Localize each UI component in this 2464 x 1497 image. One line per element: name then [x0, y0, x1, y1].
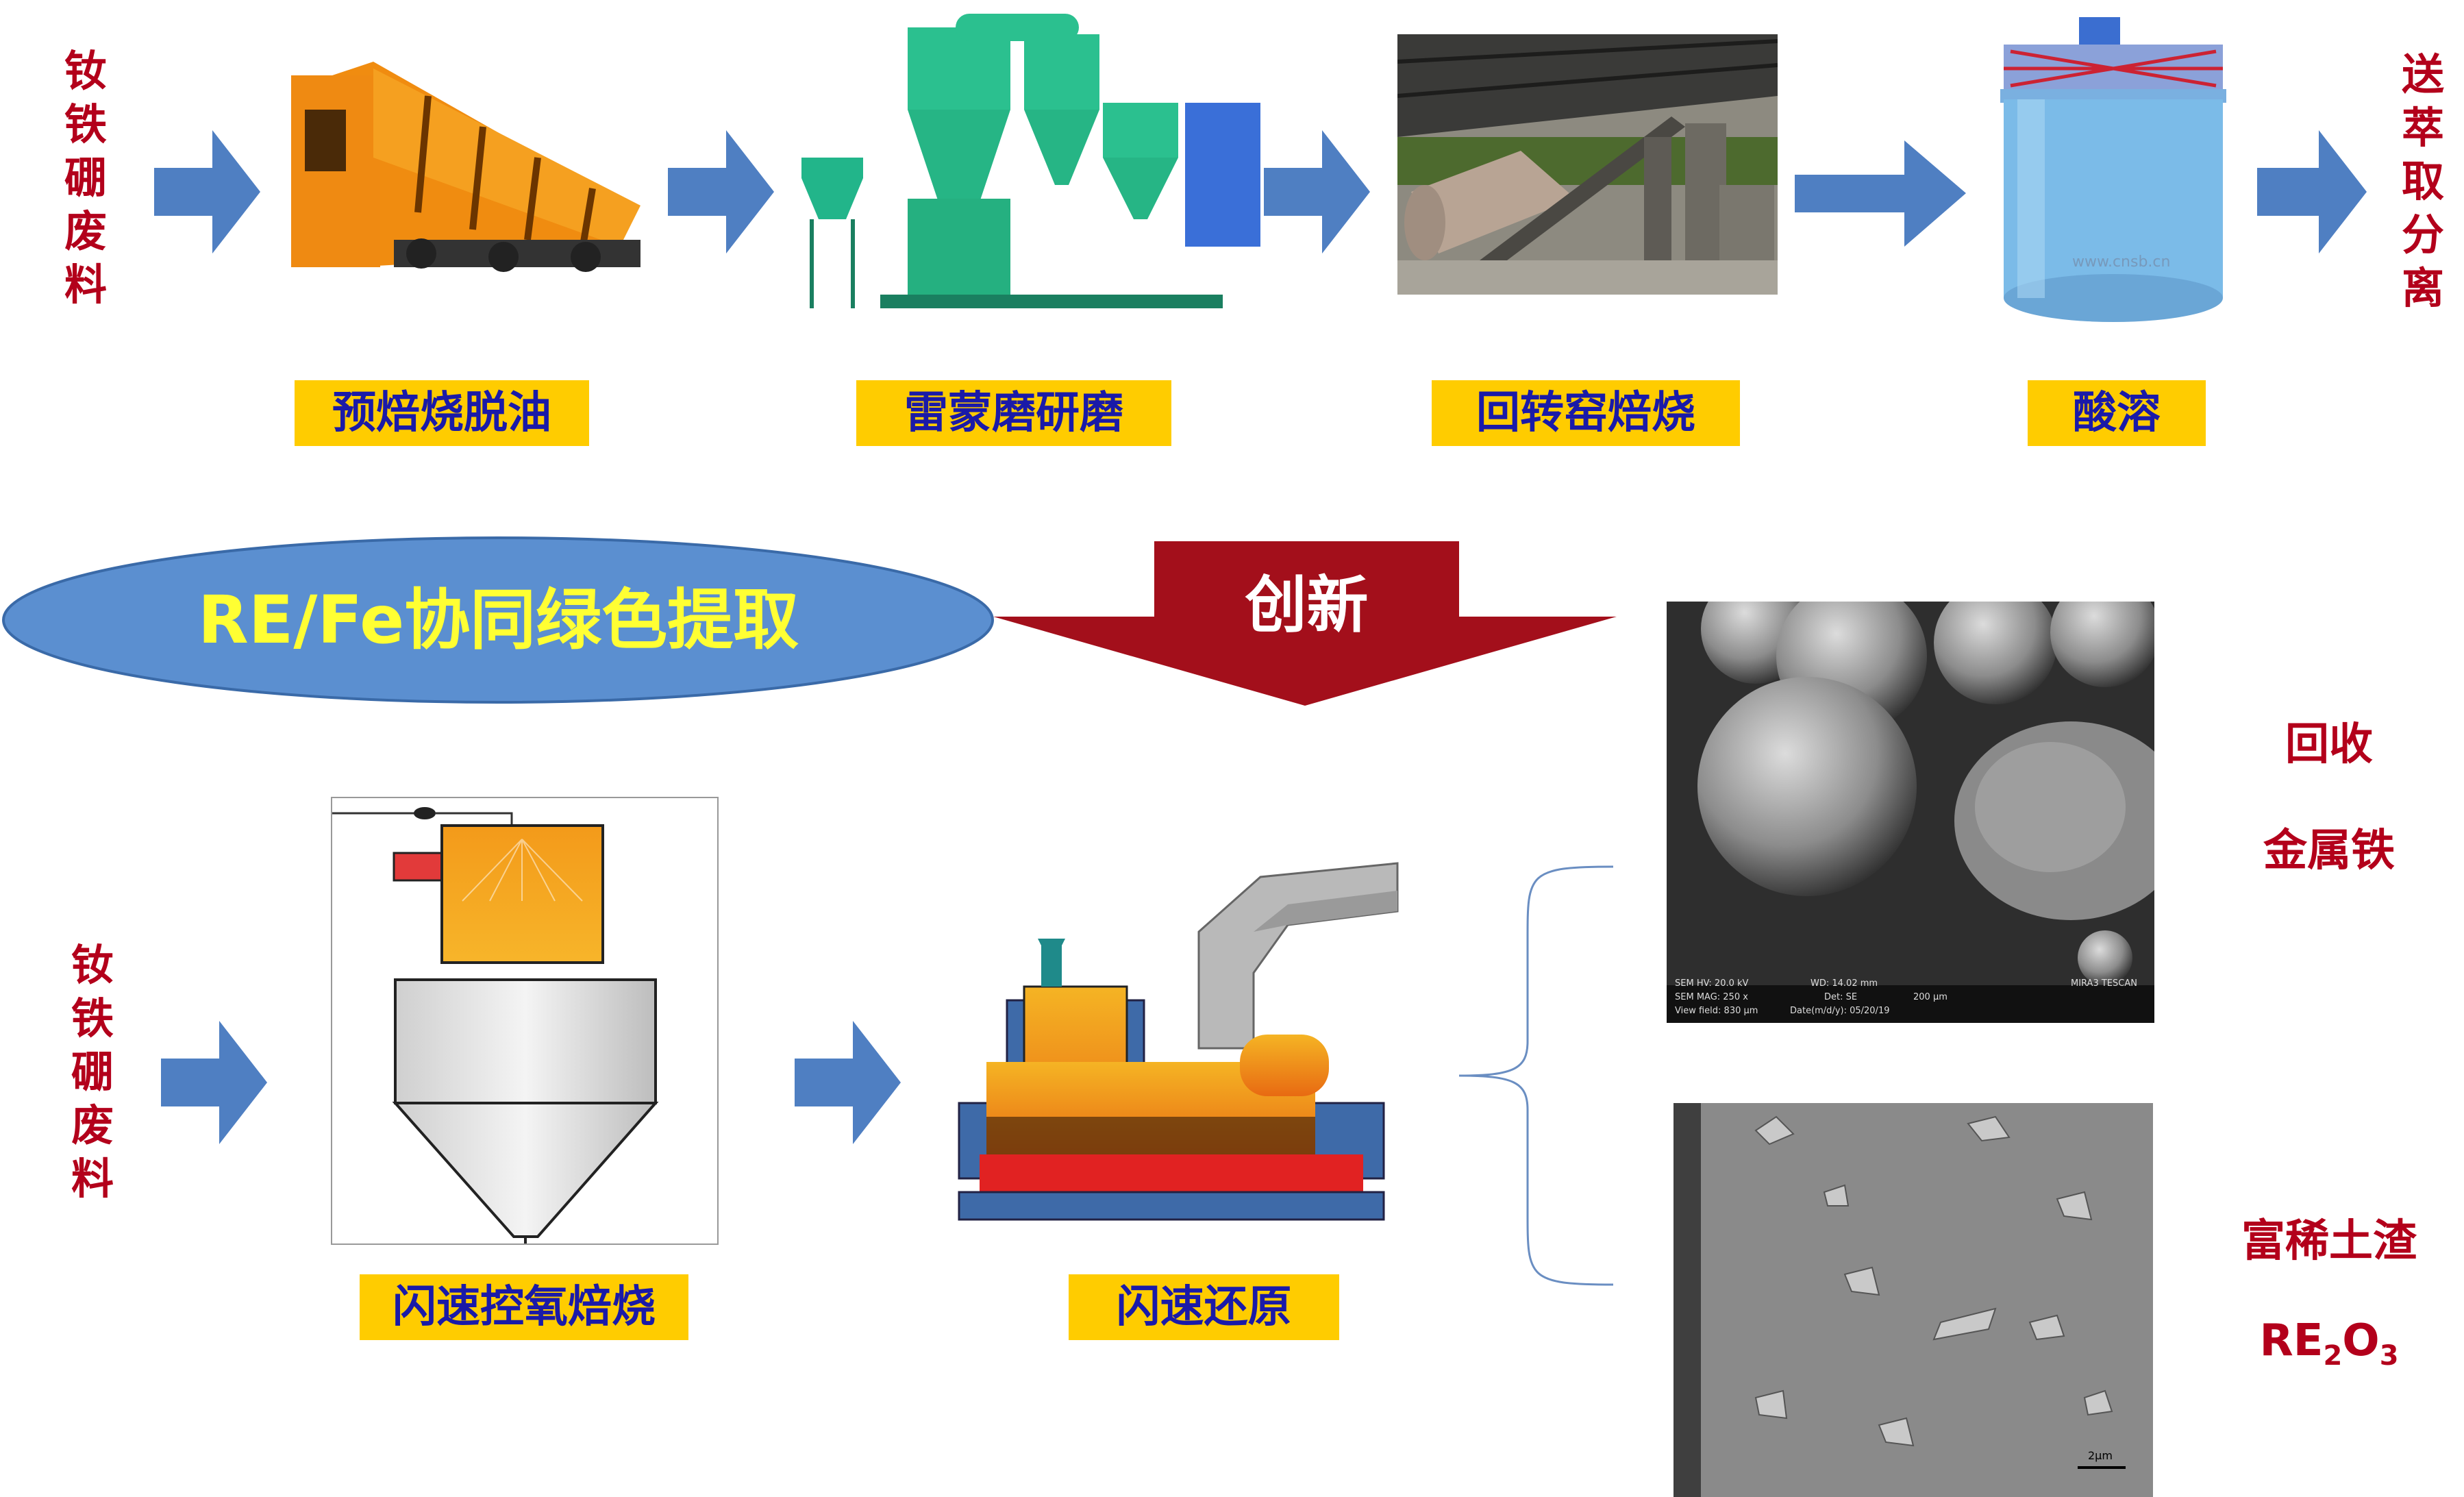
product-brace: [1458, 865, 1614, 1286]
arrow-right-icon: [154, 130, 260, 253]
flash-roasting-furnace-diagram: [331, 797, 719, 1245]
innovation-ellipse: RE/Fe协同绿色提取: [0, 534, 997, 706]
arrow-right-icon: [1264, 130, 1370, 253]
formula-sub-3: 3: [2379, 1339, 2399, 1372]
sem-info-row1-b: WD: 14.02 mm: [1810, 978, 1878, 989]
sem-info-row3-b: Date(m/d/y): 05/20/19: [1790, 1006, 1890, 1016]
arrow-right-icon: [795, 1021, 901, 1144]
sem-info-row2-b: Det: SE: [1824, 992, 1858, 1002]
bottom-start-label: 钕铁硼废料: [71, 940, 114, 1204]
sem-info-row3-a: View field: 830 μm: [1675, 1006, 1758, 1016]
step-label-flash-reduction: 闪速还原: [1069, 1274, 1339, 1340]
sem-scale-label: 200 μm: [1913, 992, 1947, 1002]
innovation-banner: 创新: [993, 541, 1617, 706]
watermark-text: www.cnsb.cn: [2072, 253, 2171, 271]
product-slag-line1: 富稀土渣: [2241, 1216, 2417, 1267]
top-start-label: 钕铁硼废料: [64, 46, 107, 310]
innovation-banner-text: 创新: [1245, 569, 1369, 641]
sem-metal-iron-image: SEM HV: 20.0 kV WD: 14.02 mm MIRA3 TESCA…: [1667, 602, 2154, 1023]
step-label-rotary-kiln: 回转窑焙烧: [1432, 380, 1740, 446]
product-iron-line1: 回收: [2285, 719, 2373, 770]
step-label-pre-roasting: 预焙烧脱油: [295, 380, 589, 446]
step-label-acid-dissolution: 酸溶: [2028, 380, 2206, 446]
formula-o: O: [2342, 1315, 2380, 1366]
arrow-right-icon: [161, 1021, 267, 1144]
arrow-right-icon: [1795, 140, 1966, 247]
product-iron-line2: 金属铁: [2263, 826, 2395, 876]
arrow-right-icon: [668, 130, 774, 253]
raymond-mill-photo: [798, 7, 1278, 308]
step-label-raymond-grinding: 雷蒙磨研磨: [856, 380, 1171, 446]
formula-sub-2: 2: [2323, 1339, 2343, 1372]
rotary-dryer-photo: [271, 48, 654, 295]
sem-info-row2-a: SEM MAG: 250 x: [1675, 992, 1748, 1002]
rotary-kiln-photo: [1397, 34, 1778, 295]
formula-re: RE: [2259, 1315, 2324, 1366]
acid-tank-photo: [1990, 17, 2237, 325]
sem-info-row1-c: MIRA3 TESCAN: [2071, 978, 2137, 989]
step-label-flash-roasting: 闪速控氧焙烧: [360, 1274, 688, 1340]
sem-info-row1-a: SEM HV: 20.0 kV: [1675, 978, 1749, 989]
top-end-label: 送萃取分离: [2401, 49, 2444, 313]
innovation-title: RE/Fe协同绿色提取: [197, 582, 799, 658]
product-slag-formula: RE2O3: [2226, 1315, 2432, 1372]
arrow-right-icon: [2257, 130, 2367, 253]
sem-rare-earth-slag-image: 2μm: [1673, 1103, 2153, 1497]
sem-bottom-scale-label: 2μm: [2088, 1449, 2113, 1462]
flash-reduction-furnace-diagram: [938, 850, 1418, 1233]
